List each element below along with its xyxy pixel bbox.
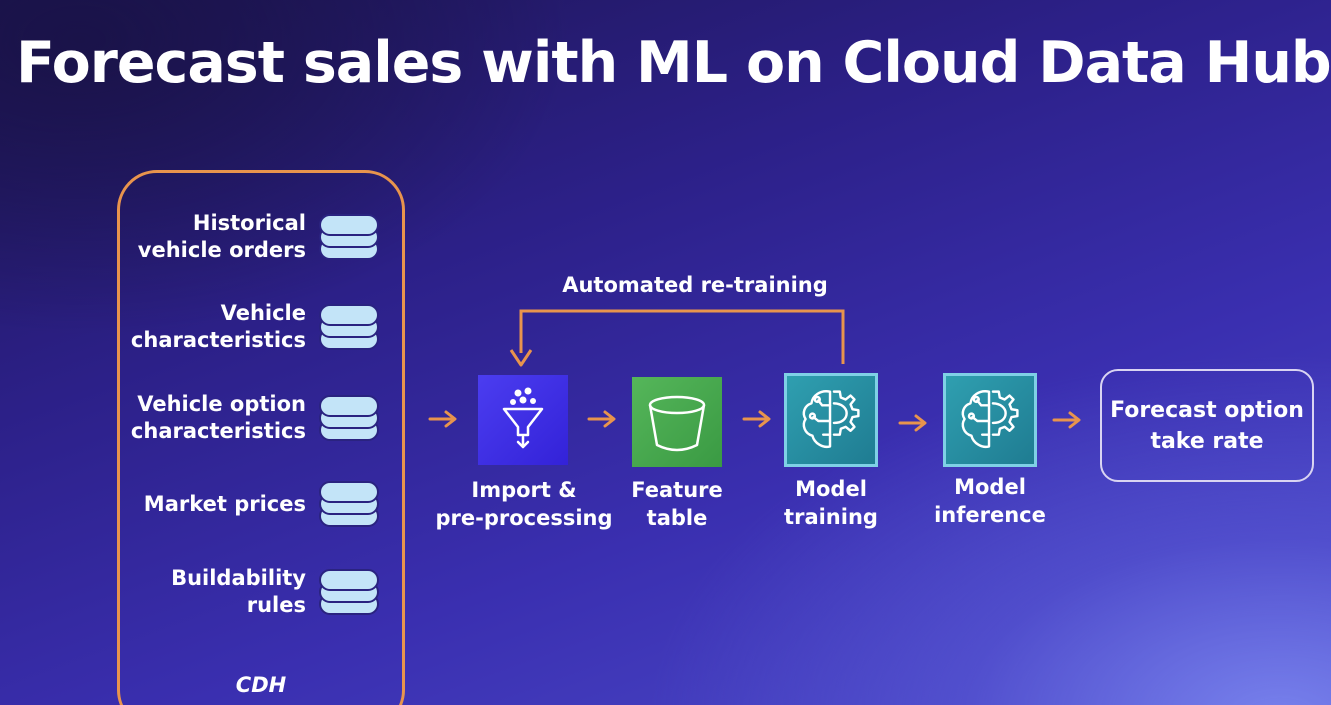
bucket-icon [648, 395, 706, 452]
model-training-label: Model training [784, 477, 878, 529]
model-inference-label: Model inference [934, 475, 1046, 527]
source-vehicle-characteristics: Vehicle characteristics [131, 299, 380, 355]
import-preprocessing-label: Import & pre-processing [435, 478, 613, 530]
model-training-node [784, 373, 878, 467]
feature-table-label: Feature table [631, 478, 723, 530]
database-icon [319, 395, 379, 441]
loop-label: Automated re-training [562, 273, 828, 297]
flow-arrow-icon [742, 410, 771, 428]
database-icon [319, 304, 379, 350]
source-label: Buildability rules [171, 566, 306, 617]
source-market-prices: Market prices [144, 476, 380, 532]
cdh-label: CDH [235, 673, 287, 697]
source-label: Market prices [143, 491, 306, 516]
source-buildability-rules: Buildability rules [171, 564, 380, 620]
flow-arrow-icon [428, 410, 457, 428]
brain-gear-icon [961, 390, 1019, 449]
database-icon [319, 569, 379, 615]
model-inference-node [943, 373, 1037, 467]
forecast-output-box: Forecast option take rate [1100, 369, 1314, 482]
source-label: Vehicle option characteristics [130, 392, 306, 443]
database-icon [319, 214, 379, 260]
flow-arrow-icon [898, 414, 927, 432]
feature-table-node [632, 377, 722, 467]
database-icon [319, 481, 379, 527]
brain-gear-icon [802, 390, 860, 449]
flow-arrow-icon [1052, 411, 1081, 429]
source-historical-vehicle-orders: Historical vehicle orders [138, 209, 380, 265]
flow-arrow-icon [587, 410, 616, 428]
source-label: Vehicle characteristics [130, 301, 306, 352]
source-vehicle-option-characteristics: Vehicle option characteristics [131, 390, 380, 446]
source-label: Historical vehicle orders [137, 211, 306, 262]
funnel-filter-icon [502, 387, 544, 449]
slide-title: Forecast sales with ML on Cloud Data Hub [16, 30, 1331, 96]
import-preprocessing-node [478, 375, 568, 465]
cdh-container: Historical vehicle orders Vehicle charac… [117, 170, 405, 705]
